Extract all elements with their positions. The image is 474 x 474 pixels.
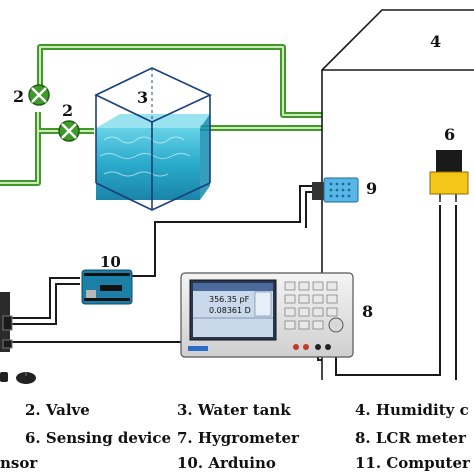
water-tank [94,67,212,211]
arduino-board [81,269,133,305]
legend-item: 4. Humidity c [355,401,469,419]
humidity-chamber [321,9,474,380]
lcr-reading-dissipation: 0.08361 D [209,306,251,315]
callout-arduino: 10 [100,253,121,271]
legend-item: 7. Hygrometer [177,429,300,447]
valve-icon [58,120,80,142]
legend-item: 10. Arduino [177,454,276,472]
legend-item: 8. LCR meter [355,429,467,447]
pipe-network [0,44,322,186]
knob-icon [328,317,344,333]
mouse-icon [0,372,36,384]
callout-sensing-device: 6 [444,125,455,144]
legend-item: 11. Computer [355,454,471,472]
lcr-terminals [293,344,331,350]
lcr-keypad [284,281,338,330]
sensing-device [429,150,469,202]
valve-icon [28,84,50,106]
lcr-reading-capacitance: 356.35 pF [209,295,250,304]
legend-item: 3. Water tank [177,401,291,419]
hygrometer-sensor [312,177,359,203]
callout-hygrometer: 9 [366,179,377,198]
callout-lcr-meter: 8 [362,302,373,321]
callout-water-tank: 3 [137,88,148,107]
legend: 2. Valve 3. Water tank 4. Humidity c 6. … [0,401,471,472]
callout-chamber: 4 [430,32,441,51]
legend-item: 6. Sensing device [25,429,171,447]
computer-tower [0,292,13,352]
power-button [188,346,208,351]
lcr-meter: 356.35 pF 0.08361 D [180,272,354,358]
legend-item: nsor [0,454,38,472]
callout-valve-b: 2 [62,101,73,120]
legend-item: 2. Valve [25,401,90,419]
callout-valve-a: 2 [13,87,24,106]
